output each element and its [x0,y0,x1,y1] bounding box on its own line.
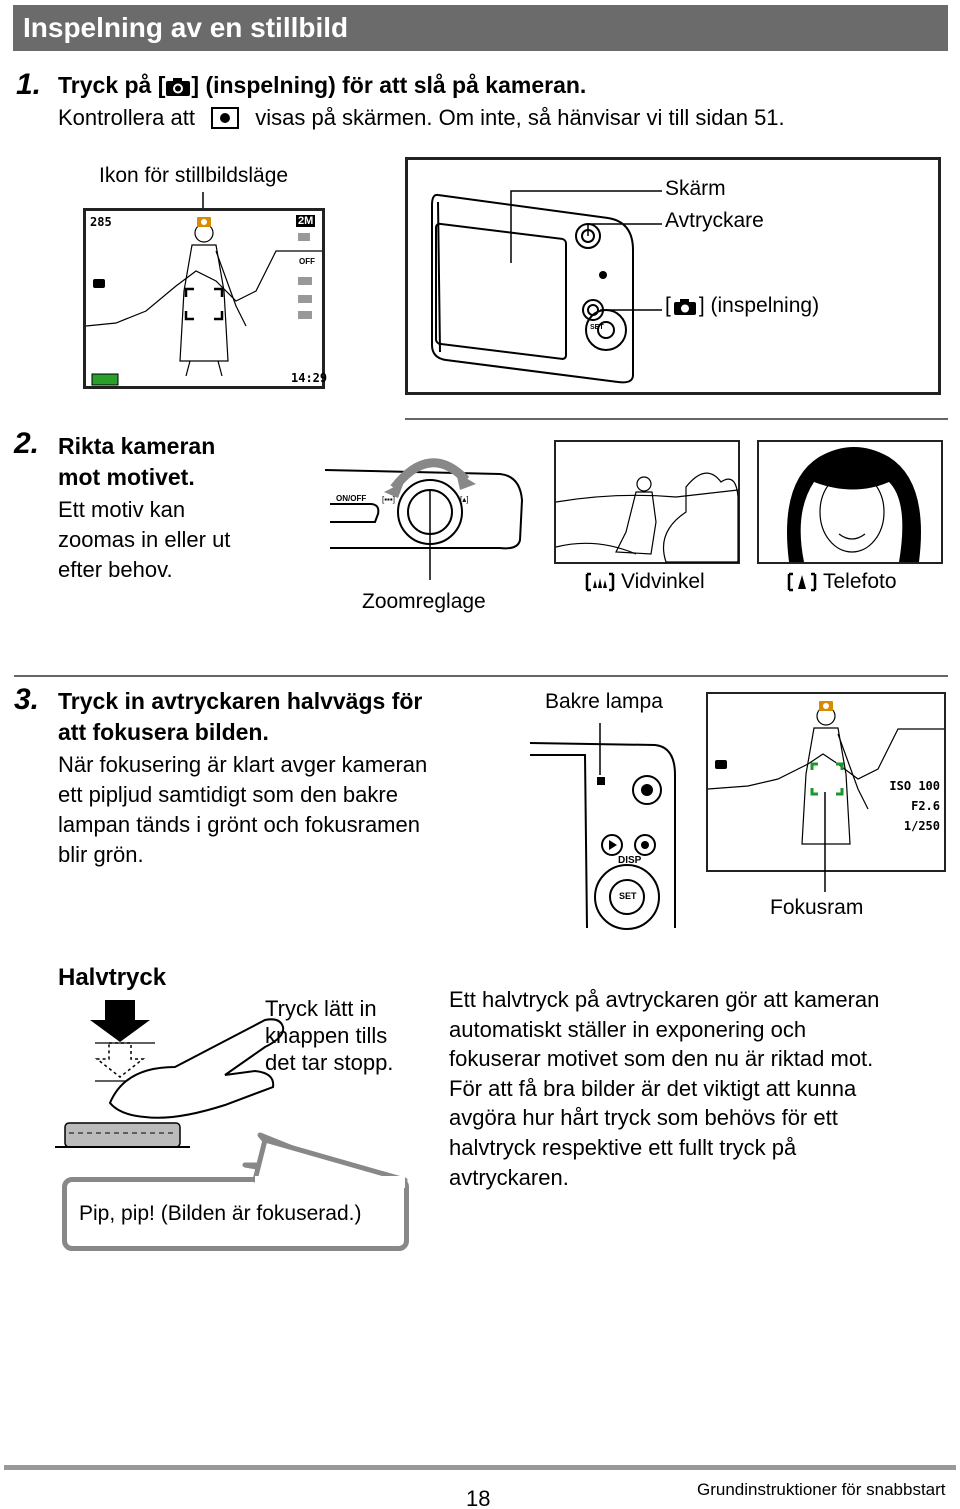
step-1-heading: Tryck på [] (inspelning) för att slå på … [58,72,587,98]
lcd-scene [85,223,322,377]
wide-angle-caption: Vidvinkel [585,570,705,594]
lcd-shake-icon [93,279,105,288]
disp-button-label: DISP [618,855,642,866]
step-1-instruction: Kontrollera att visas på skärmen. Om int… [58,105,785,130]
label-shutter: Avtryckare [665,209,764,232]
lcd-shake-icon-2 [715,760,727,769]
beep-bubble-text: Pip, pip! (Bilden är fokuserad.) [79,1202,362,1225]
lcd-time: 14:29 [291,371,328,385]
lcd-side-icons [298,233,312,319]
halfpress-hint: Tryck lätt in knappen tills det tar stop… [265,996,394,1075]
lcd-snapshot-icon-2 [819,701,833,711]
step-1-number: 1. [16,68,42,101]
step-3-number: 3. [14,683,40,716]
lcd-image-size: 2M [296,215,316,227]
focus-frame-leader [824,792,826,892]
lcd-shutter-speed: 1/250 [903,819,940,833]
zoom-controller-label: Zoomreglage [362,590,486,613]
camera-back-leaders [510,190,662,311]
step-3-instruction: När fokusering är klart avger kameran et… [58,752,428,867]
telephoto-icon [787,572,817,592]
set-button-label: SET [619,891,637,901]
lcd-exposure-info: ISO 100 F2.6 1/250 [889,776,940,836]
onoff-button-label: ON/OFF [336,494,367,503]
camera-icon-small [673,299,696,315]
snapshot-icon-label: Ikon för stillbildsläge [99,164,289,187]
back-lamp-label: Bakre lampa [545,690,663,713]
label-screen: Skärm [665,177,726,200]
camera-rear-closeup [529,723,676,930]
halfpress-title: Halvtryck [58,964,167,991]
camera-icon [166,78,191,96]
wide-mark-icon: [▪▪▪] [382,495,395,504]
focus-frame-label: Fokusram [770,896,864,919]
wide-angle-icon [585,572,615,592]
lcd-aperture: F2.6 [911,799,940,813]
snapshot-mode-icon [211,107,240,129]
step-2-heading: Rikta kameran mot motivet. [58,433,216,490]
telephoto-scene [787,447,921,562]
section-title: Inspelning av en stillbild [23,12,349,43]
lcd-focused-scene [707,706,944,845]
beep-speech-bubble: Pip, pip! (Bilden är fokuserad.) [62,1177,409,1251]
footer-section-title: Grundinstruktioner för snabbstart [697,1480,946,1499]
footer-rule [4,1465,956,1470]
page-number: 18 [466,1486,491,1509]
tele-mark-icon: [▴] [460,495,468,504]
lcd-screen-focused: ISO 100 F2.6 1/250 [706,692,946,872]
telephoto-image [757,440,943,564]
zoom-controller-drawing: [▪▪▪] [▴] [324,458,524,580]
telephoto-caption: Telefoto [787,570,897,594]
person-figure [179,223,247,377]
camera-back-panel: SET Skärm Avtryckare [] (inspelning) [405,157,941,395]
step-3-heading: Tryck in avtryckaren halvvägs för att fo… [58,688,423,745]
step-2-number: 2. [14,427,40,460]
lcd-snapshot-icon [197,217,211,227]
wide-angle-image [554,440,740,564]
lcd-screen-recording: 285 2M OFF 14:29 [83,208,328,389]
lcd-battery-icon [91,373,119,386]
lcd-shots-remaining: 285 [90,215,112,229]
lcd-focus-frame [184,287,224,321]
camera-set-button: SET [590,324,604,331]
label-record-button: [] (inspelning) [665,294,820,317]
divider-2 [14,675,948,677]
wide-angle-scene [555,472,739,563]
lcd-iso: ISO 100 [889,779,940,793]
step-2-instruction: Ett motiv kan zoomas in eller ut efter b… [58,497,231,582]
bubble-tail [252,1137,408,1188]
divider-1 [405,418,948,420]
lcd-flash-off: OFF [299,257,315,266]
halfpress-description: Ett halvtryck på avtryckaren gör att kam… [449,987,880,1190]
section-title-bar: Inspelning av en stillbild [13,5,948,51]
